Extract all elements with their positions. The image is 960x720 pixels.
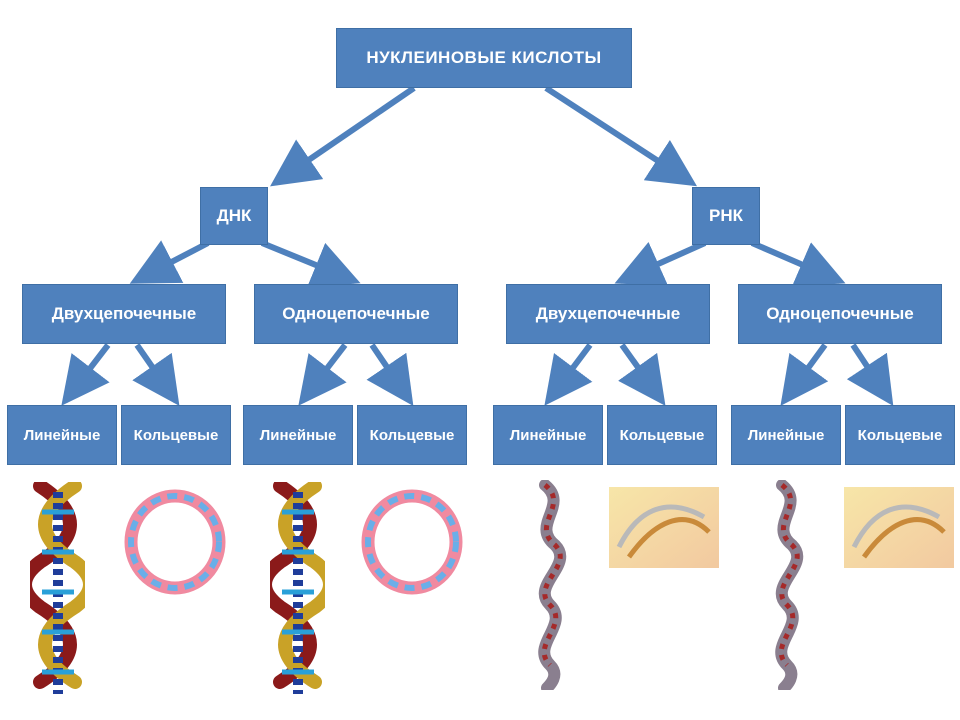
arrow-dna-to-single (260, 240, 361, 288)
arrow-root-to-rna (544, 85, 698, 187)
arrow-rna-to-double (614, 240, 707, 286)
rna-double-linear-node: Линейные (493, 405, 603, 465)
dna-double-circular-node: Кольцевые (121, 405, 231, 465)
circular-single-dna-illustration (361, 489, 463, 595)
dna-double-linear-node: Линейные (7, 405, 117, 465)
arrow-dna-double-to-circular (132, 343, 180, 406)
dna-single-strand-helix-illustration (270, 482, 325, 694)
circular-dna-illustration (124, 489, 226, 595)
rna-single-stranded-node: Одноцепочечные (738, 284, 942, 344)
arrow-root-to-dna (270, 85, 416, 187)
arrow-rna-double-to-circular (618, 343, 666, 406)
arrow-dna-single-to-circular (366, 343, 414, 406)
arrow-rna-double-to-linear (544, 343, 593, 406)
rna-single-linear-illustration (775, 480, 804, 690)
rna-double-stranded-node: Двухцепочечные (506, 284, 710, 344)
arrow-rna-single-to-linear (780, 343, 829, 406)
rna-node: РНК (692, 187, 760, 245)
dna-double-helix-illustration (30, 482, 85, 694)
rna-single-linear-node: Линейные (731, 405, 841, 465)
dna-node: ДНК (200, 187, 268, 245)
arrow-rna-to-single (750, 240, 846, 287)
dna-single-circular-node: Кольцевые (357, 405, 467, 465)
arrow-dna-single-to-linear (298, 343, 348, 406)
dna-single-linear-node: Линейные (243, 405, 353, 465)
rna-single-circular-node: Кольцевые (845, 405, 955, 465)
arrow-rna-single-to-circular (846, 343, 894, 407)
rna-double-circular-illustration (609, 487, 719, 568)
arrow-dna-to-double (129, 240, 210, 284)
root-node: НУКЛЕИНОВЫЕ КИСЛОТЫ (336, 28, 632, 88)
rna-double-linear-illustration (538, 480, 567, 690)
arrow-dna-double-to-linear (61, 343, 111, 406)
dna-single-stranded-node: Одноцепочечные (254, 284, 458, 344)
dna-double-stranded-node: Двухцепочечные (22, 284, 226, 344)
rna-double-circular-node: Кольцевые (607, 405, 717, 465)
rna-single-circular-illustration (844, 487, 954, 568)
